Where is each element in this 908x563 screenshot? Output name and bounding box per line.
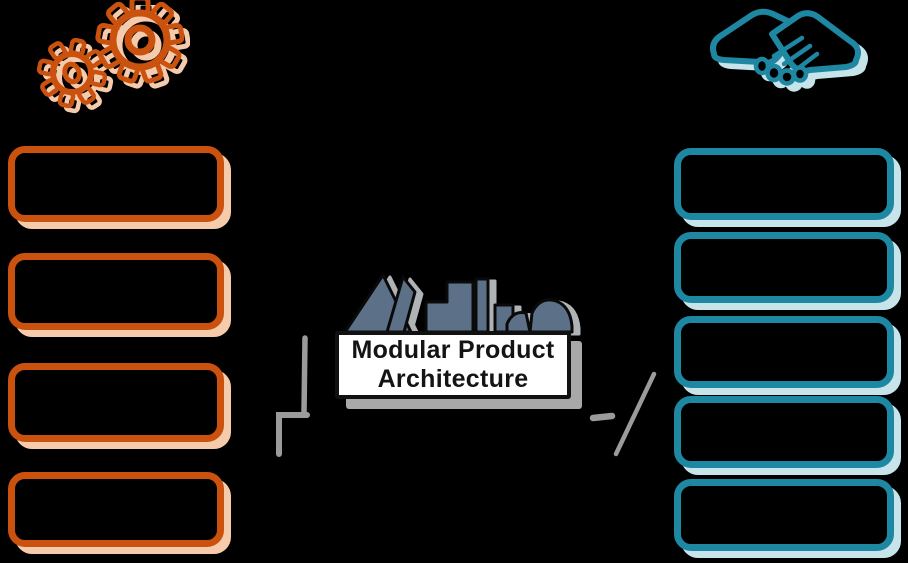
module-box-right-2 [674,232,894,303]
module-box-right-4 [674,396,894,468]
module-box-right-1 [674,148,894,220]
module-box-left-2 [8,253,224,330]
sketch-stroke-left [276,335,310,457]
module-box-left-4 [8,472,224,547]
module-box-left-1 [8,146,224,222]
left-box-column [8,0,224,563]
center-label-line1: Modular Product [351,336,555,364]
module-box-left-3 [8,363,224,442]
right-box-column [674,0,894,563]
sketch-stroke-right [589,371,657,457]
center-label-line2: Architecture [377,365,529,393]
module-box-right-5 [674,479,894,551]
center-label: Modular Product Architecture [335,331,571,399]
handshake-icon [710,8,861,86]
gears-icon [36,0,184,109]
module-box-right-3 [674,316,894,388]
building-blocks-illustration [343,273,574,334]
